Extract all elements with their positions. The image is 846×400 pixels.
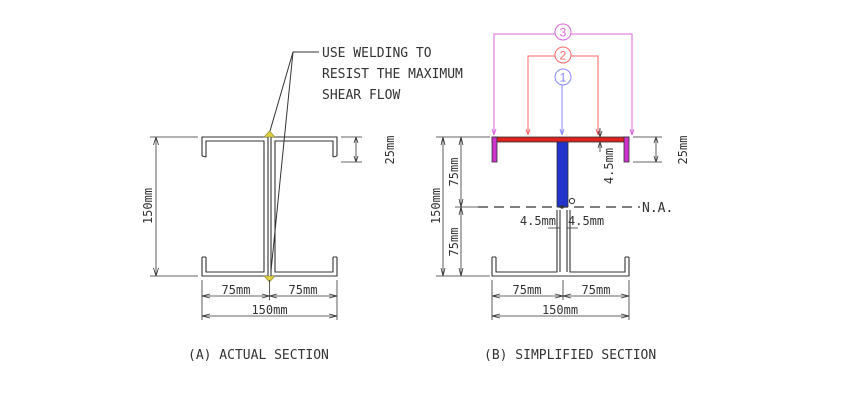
- a-flange-dimension: [341, 136, 362, 163]
- marker-3-label: 3: [560, 26, 567, 40]
- actual-section: [201, 136, 338, 277]
- right-lip-magenta: [623, 136, 630, 163]
- left-channel-outline: [201, 136, 269, 277]
- a-flange-label: 25mm: [383, 136, 397, 165]
- marker-2-circle: [554, 46, 572, 64]
- a-right-width-label: 75mm: [289, 283, 318, 297]
- right-channel-outline: [270, 136, 338, 277]
- a-width-dimensions: [201, 280, 338, 320]
- centroid-marker: [568, 197, 576, 205]
- b-web-left-label: 4.5mm: [520, 214, 556, 228]
- weld-note-line-3: SHEAR FLOW: [322, 88, 400, 103]
- b-thickness-dimension: [597, 128, 603, 152]
- na-point: [560, 205, 564, 209]
- a-height-label: 150mm: [141, 188, 155, 224]
- marker-1-leader: [559, 85, 565, 136]
- a-total-width-label: 150mm: [251, 303, 287, 317]
- top-weld: [263, 130, 276, 138]
- b-thickness-label: 4.5mm: [602, 148, 616, 184]
- weld-note-line-2: RESIST THE MAXIMUM: [322, 67, 463, 82]
- b-flange-dimension: [633, 136, 662, 163]
- caption-actual-section: (A) ACTUAL SECTION: [188, 348, 329, 363]
- caption-simplified-section: (B) SIMPLIFIED SECTION: [484, 348, 656, 363]
- neutral-axis-label: N.A.: [642, 201, 673, 216]
- b-right-width-label: 75mm: [582, 283, 611, 297]
- b-flange-label: 25mm: [676, 136, 690, 165]
- a-height-dimension: [150, 136, 198, 277]
- top-flange-red: [491, 136, 630, 143]
- simplified-lower-half: [491, 210, 630, 277]
- b-left-width-label: 75mm: [513, 283, 542, 297]
- web-blue: [556, 141, 569, 208]
- b-total-width-label: 150mm: [542, 303, 578, 317]
- marker-1-circle: [554, 68, 572, 86]
- b-width-dimensions: [491, 280, 630, 320]
- b-lower-half-label: 75mm: [447, 228, 461, 257]
- marker-2-label: 2: [560, 49, 567, 63]
- b-height-label: 150mm: [429, 188, 443, 224]
- a-left-width-label: 75mm: [222, 283, 251, 297]
- b-upper-half-label: 75mm: [447, 158, 461, 187]
- weld-note-leaders: [269, 51, 319, 272]
- marker-3-circle: [554, 23, 572, 41]
- bottom-weld: [263, 275, 276, 283]
- b-height-dimensions: [436, 136, 490, 277]
- marker-2-bracket: [525, 55, 601, 136]
- b-web-dimension: [548, 222, 578, 232]
- left-lip-magenta: [491, 136, 498, 163]
- weld-note-line-1: USE WELDING TO: [322, 46, 432, 61]
- marker-1-label: 1: [560, 71, 567, 85]
- b-web-right-label: 4.5mm: [568, 214, 604, 228]
